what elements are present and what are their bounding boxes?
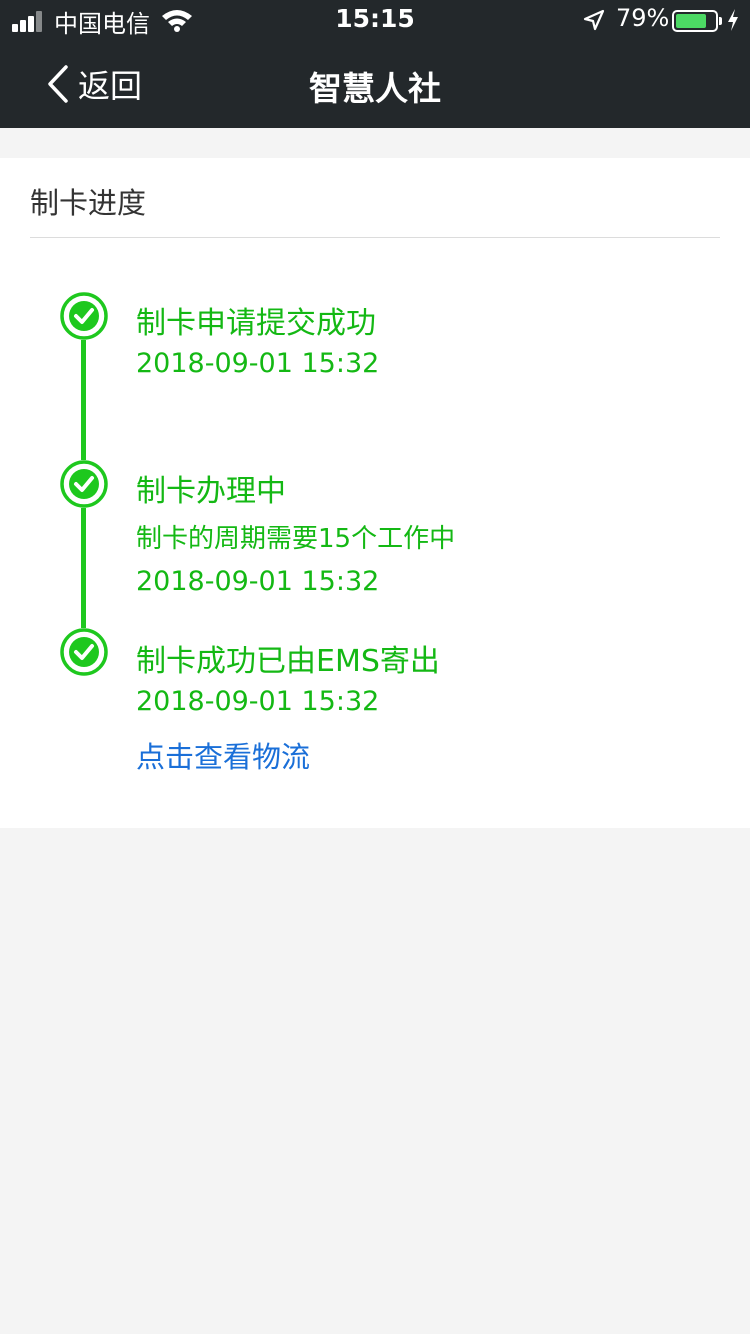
signal-icon [12, 10, 46, 32]
divider [30, 237, 720, 238]
step-time: 2018-09-01 15:32 [136, 566, 380, 597]
battery-icon [672, 10, 722, 32]
check-circle-icon [60, 628, 108, 676]
charging-bolt-icon [728, 9, 738, 31]
location-arrow-icon [583, 9, 605, 31]
step-title: 制卡办理中 [136, 474, 286, 509]
view-logistics-link[interactable]: 点击查看物流 [136, 740, 311, 774]
step-note: 制卡的周期需要15个工作中 [136, 524, 456, 554]
status-bar: 中国电信 15:15 79% [0, 0, 750, 40]
battery-percent: 79% [616, 4, 670, 32]
step-title: 制卡成功已由EMS寄出 [136, 644, 440, 679]
carrier-name: 中国电信 [54, 10, 150, 38]
step-title: 制卡申请提交成功 [136, 306, 376, 341]
back-button[interactable]: 返回 [46, 60, 142, 108]
check-circle-icon [60, 460, 108, 508]
nav-bar: 返回 智慧人社 [0, 40, 750, 128]
section-title: 制卡进度 [30, 186, 147, 220]
progress-card: 制卡进度 制卡申请提交成功 2018-09-01 15:32 制卡办理中 制卡的… [0, 158, 750, 828]
wifi-icon [162, 10, 192, 32]
back-label: 返回 [78, 67, 143, 105]
check-circle-icon [60, 292, 108, 340]
page-title: 智慧人社 [309, 69, 441, 108]
step-time: 2018-09-01 15:32 [136, 348, 380, 379]
top-bar: 中国电信 15:15 79% 返回 智慧人社 [0, 0, 750, 128]
timeline-connector [81, 508, 86, 628]
status-time: 15:15 [335, 4, 415, 33]
chevron-left-icon [48, 65, 68, 103]
step-time: 2018-09-01 15:32 [136, 686, 380, 717]
timeline-connector [81, 340, 86, 460]
